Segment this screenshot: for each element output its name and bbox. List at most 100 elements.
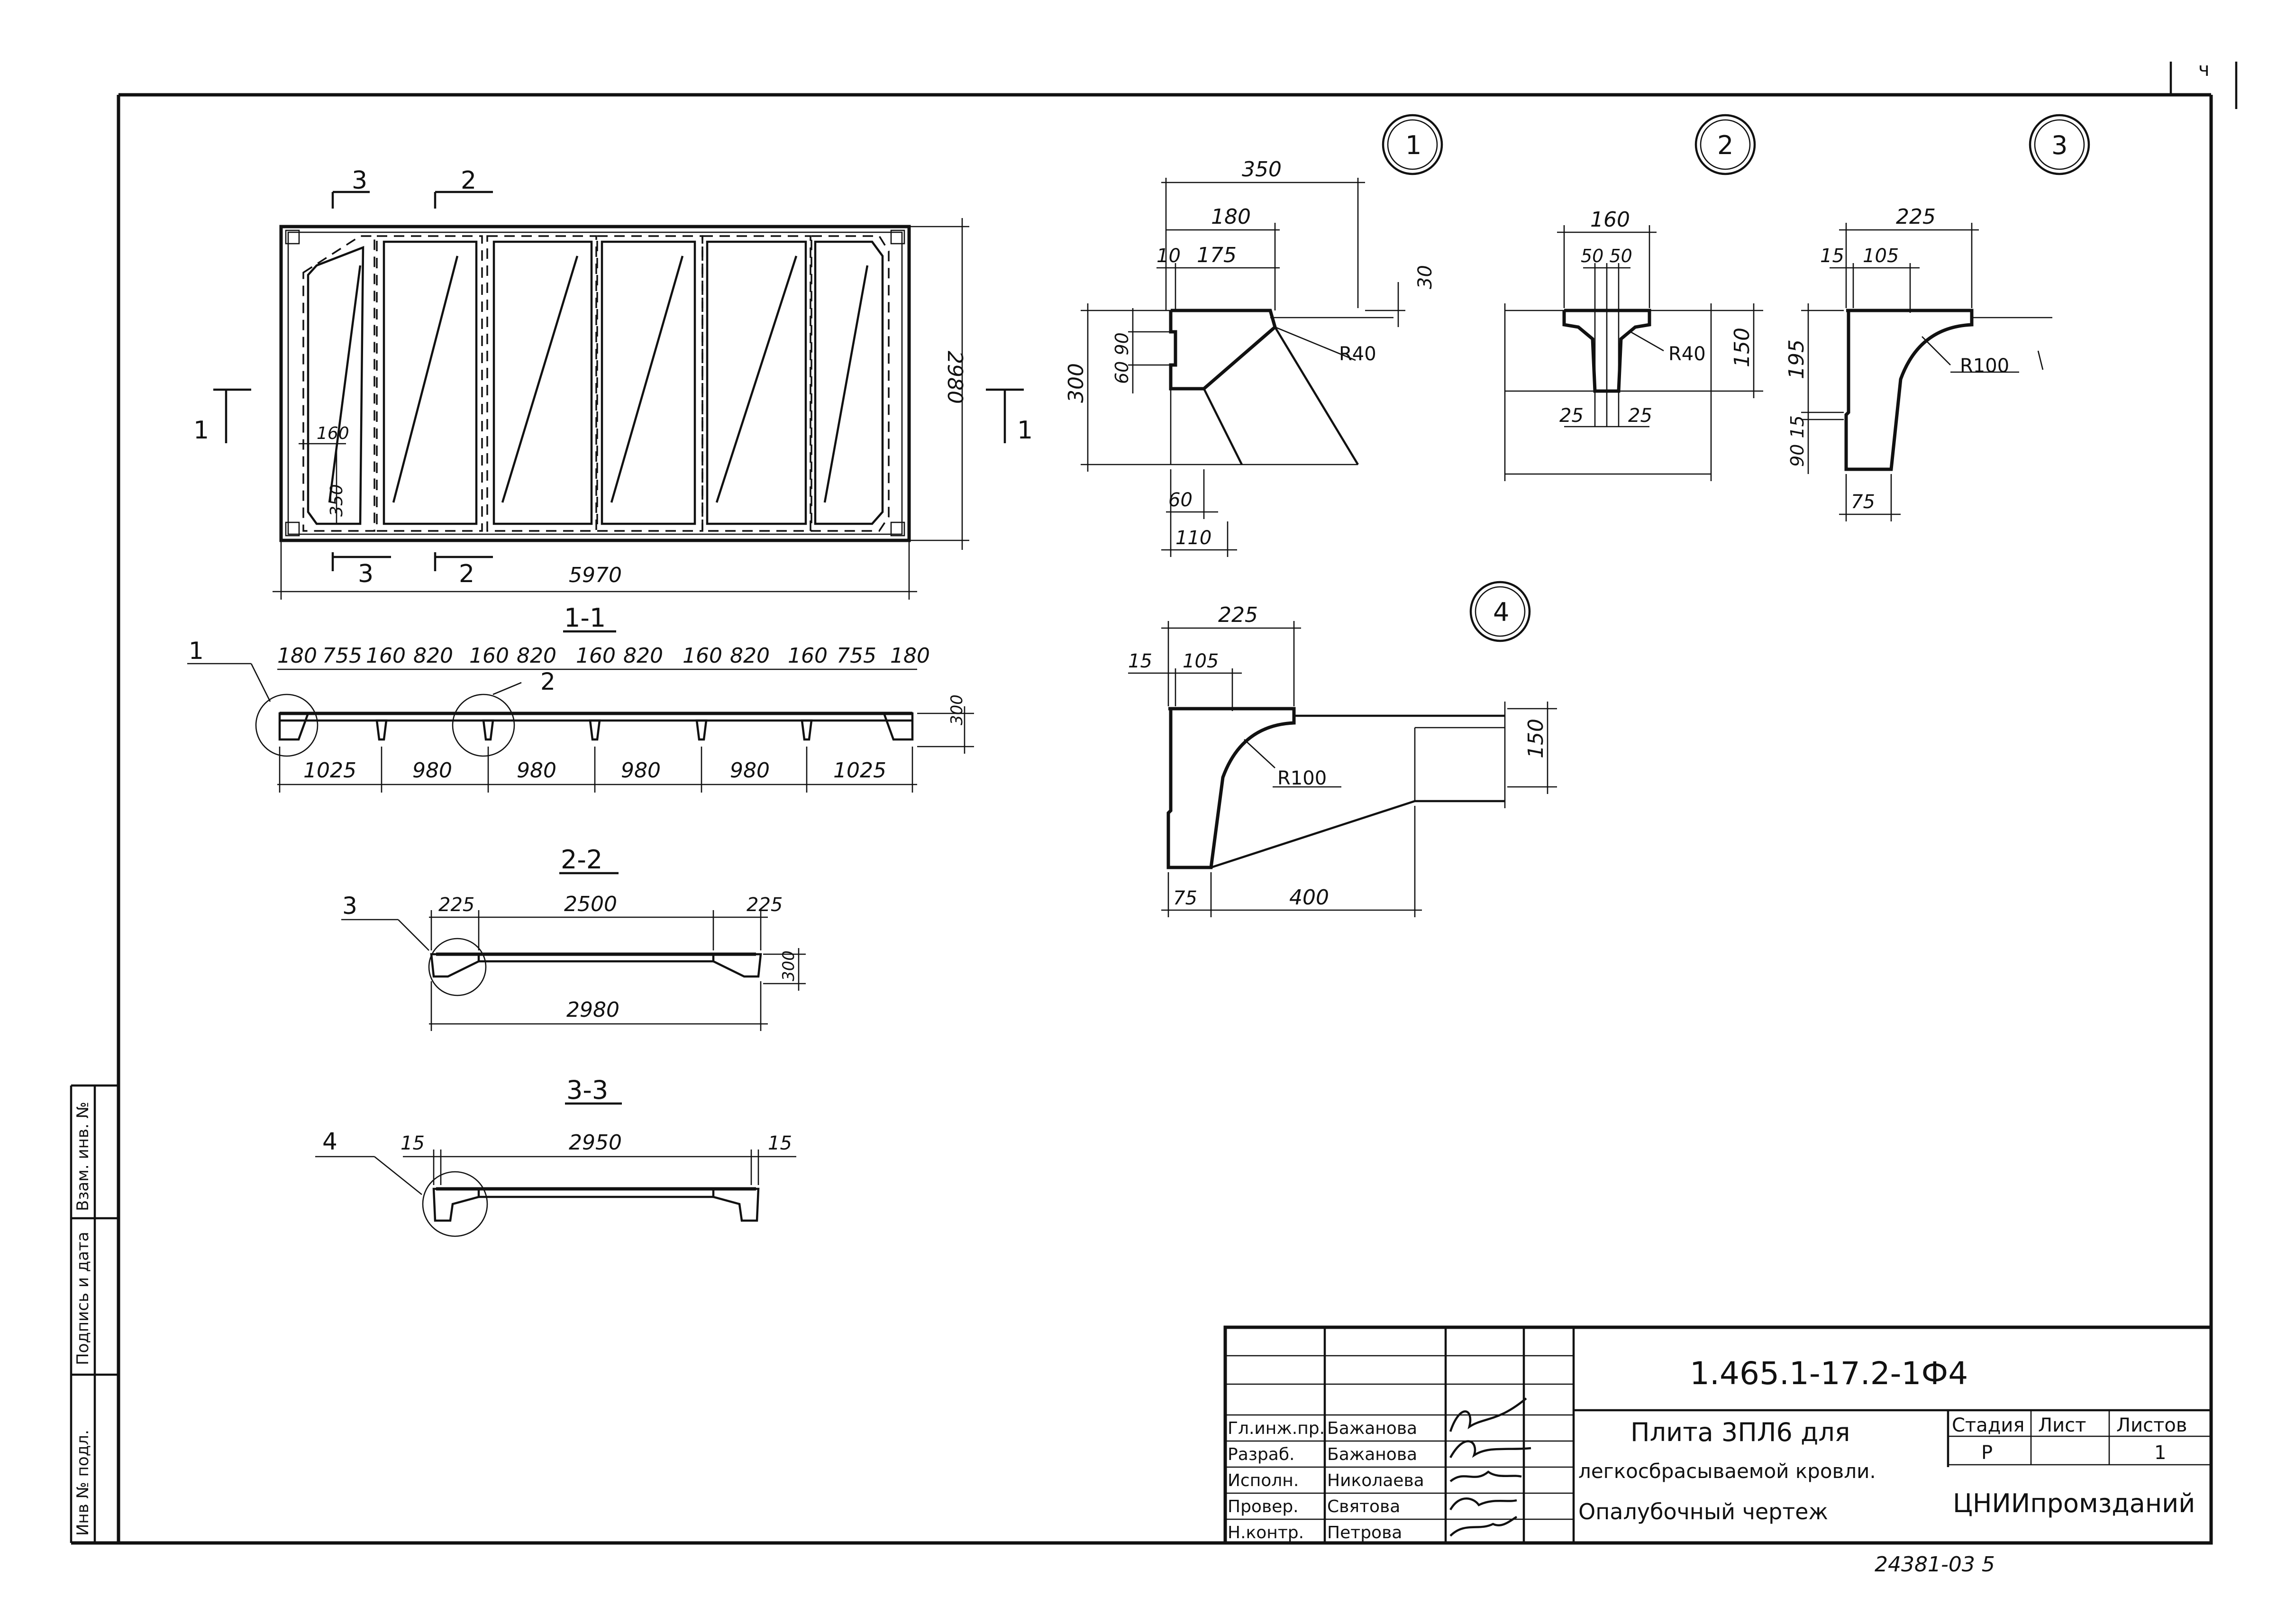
s11-bottom-dim: 1025 bbox=[303, 758, 356, 783]
detail-1-number: 1 bbox=[1405, 130, 1421, 160]
detail-4: 4 R100 225 15 105 150 75 bbox=[1128, 581, 1557, 917]
detail-3-radius: R100 bbox=[1960, 355, 2009, 377]
stamp-replaced-inv: Взам. инв. № bbox=[73, 1102, 92, 1211]
s11-top-dim: 180 bbox=[890, 644, 930, 668]
role-norm-control: Н.контр. bbox=[1228, 1523, 1304, 1542]
detail-1-d180: 180 bbox=[1211, 205, 1251, 229]
cut-mark-2-bottom: 2 bbox=[459, 560, 474, 588]
stage-header: Стадия bbox=[1952, 1414, 2024, 1436]
detail-3-d225: 225 bbox=[1896, 205, 1936, 229]
name-executor: Николаева bbox=[1327, 1471, 1424, 1490]
s22-dim-right: 225 bbox=[747, 894, 783, 916]
detail-1: 1 R40 350 180 10 175 30 30 bbox=[1064, 114, 1443, 557]
detail-1-radius: R40 bbox=[1339, 343, 1376, 365]
s22-dim-mid: 2500 bbox=[564, 892, 617, 916]
detail-2-d150: 150 bbox=[1730, 328, 1754, 367]
s22-overall-dim: 2980 bbox=[566, 998, 619, 1022]
cut-mark-3-bottom: 3 bbox=[358, 560, 373, 588]
title-line-1: Плита 3ПЛ6 для bbox=[1630, 1417, 1850, 1447]
detail-4-number: 4 bbox=[1493, 597, 1509, 627]
section-3-3: 3-3 4 15 2950 15 bbox=[315, 1075, 796, 1237]
s11-top-dim: 160 bbox=[576, 644, 616, 668]
detail-2-d50-50: 50 50 bbox=[1581, 246, 1632, 266]
plan-width-dim: 2980 bbox=[943, 351, 967, 404]
plan-view: 3 2 3 2 1 1 2980 5970 bbox=[193, 166, 1033, 600]
detail-3-d90-15: 90 15 bbox=[1787, 415, 1808, 467]
detail-3-number: 3 bbox=[2051, 130, 2067, 160]
detail-4-d400: 400 bbox=[1289, 885, 1329, 910]
name-developer: Бажанова bbox=[1327, 1445, 1417, 1464]
cut-mark-3-top: 3 bbox=[352, 166, 367, 195]
s11-top-dim: 180 bbox=[277, 644, 317, 668]
sheets-header: Листов bbox=[2116, 1414, 2187, 1436]
name-chief-engineer: Бажанова bbox=[1327, 1419, 1417, 1438]
detail-4-d15: 15 bbox=[1128, 650, 1152, 672]
s11-top-dim: 160 bbox=[366, 644, 406, 668]
bottom-number: 24381-03 5 bbox=[1875, 1552, 1995, 1577]
s11-bottom-dim: 980 bbox=[730, 758, 770, 783]
s11-bottom-dim: 980 bbox=[517, 758, 556, 783]
s22-height-dim: 300 bbox=[779, 950, 798, 981]
s11-top-dim: 160 bbox=[683, 644, 722, 668]
detail-2: 2 R40 160 50 50 25 25 150 bbox=[1504, 114, 1763, 481]
detail-2-radius: R40 bbox=[1668, 343, 1706, 365]
detail-3-d195: 195 bbox=[1785, 339, 1809, 379]
s33-dim-left: 15 bbox=[401, 1132, 425, 1154]
detail-4-d225: 225 bbox=[1218, 603, 1258, 627]
plan-dimensions: 2980 5970 160 350 bbox=[273, 218, 969, 600]
section-1-1-top-dims: 180 755 160 820 160 820 160 820 160 820 … bbox=[277, 644, 974, 754]
callout-2: 2 bbox=[540, 668, 556, 695]
title-line-3: Опалубочный чертеж bbox=[1578, 1499, 1828, 1524]
detail-1-d110: 110 bbox=[1175, 527, 1211, 549]
detail-3-d105: 105 bbox=[1863, 245, 1899, 267]
sheet-header: Лист bbox=[2038, 1414, 2086, 1436]
plan-corner-dim-a: 160 bbox=[317, 424, 349, 443]
plan-panels bbox=[285, 229, 905, 537]
s33-dim-right: 15 bbox=[768, 1132, 792, 1154]
section-3-3-title: 3-3 bbox=[566, 1075, 608, 1105]
detail-1-d30: 30 bbox=[1414, 265, 1436, 289]
detail-4-d150: 150 bbox=[1524, 719, 1548, 758]
role-checker: Провер. bbox=[1228, 1497, 1299, 1516]
detail-1-d350: 350 bbox=[1242, 157, 1282, 182]
cut-mark-2-top: 2 bbox=[461, 166, 476, 195]
sheet-frame: ч bbox=[71, 59, 2238, 1545]
handwritten-signatures bbox=[1449, 1397, 1531, 1537]
side-stamp: Инв № подл. Подпись и дата Взам. инв. № bbox=[70, 1084, 118, 1543]
detail-4-d105: 105 bbox=[1183, 650, 1219, 672]
section-2-2: 2-2 3 225 2500 225 300 2980 bbox=[341, 845, 806, 1031]
callout-4: 4 bbox=[322, 1128, 337, 1155]
title-block: 1.465.1-17.2-1Ф4 Плита 3ПЛ6 для легкосбр… bbox=[1223, 1325, 2213, 1577]
s22-dim-left: 225 bbox=[438, 894, 474, 916]
cut-mark-1-right: 1 bbox=[1017, 416, 1033, 445]
stage-value: Р bbox=[1981, 1442, 1993, 1464]
s11-bottom-dim: 980 bbox=[621, 758, 661, 783]
s11-bottom-dim: 980 bbox=[412, 758, 452, 783]
detail-3: 3 R100 225 15 105 195 90 15 75 bbox=[1785, 114, 2090, 521]
s11-height-dim: 300 bbox=[947, 694, 966, 725]
callout-3: 3 bbox=[342, 892, 357, 920]
section-1-1-bottom-dims: 1025 980 980 980 980 1025 bbox=[277, 747, 917, 793]
detail-1-d60-90: 60 90 bbox=[1111, 332, 1132, 384]
s11-top-dim: 755 bbox=[322, 644, 362, 668]
organization: ЦНИИпромзданий bbox=[1953, 1488, 2195, 1518]
s33-dim-mid: 2950 bbox=[569, 1131, 622, 1155]
section-1-1: 1-1 1 2 180 755 160 820 160 820 160 820 … bbox=[187, 603, 974, 793]
detail-1-d175: 175 bbox=[1197, 243, 1237, 267]
detail-4-radius: R100 bbox=[1277, 767, 1327, 789]
name-norm-control: Петрова bbox=[1327, 1523, 1402, 1542]
s11-top-dim: 820 bbox=[517, 644, 556, 668]
plan-length-dim: 5970 bbox=[569, 563, 622, 587]
name-checker: Святова bbox=[1327, 1497, 1400, 1516]
role-chief-engineer: Гл.инж.пр. bbox=[1228, 1419, 1325, 1438]
callout-1: 1 bbox=[189, 637, 204, 665]
detail-2-d25a: 25 bbox=[1559, 405, 1584, 427]
detail-3-d75: 75 bbox=[1851, 491, 1875, 513]
detail-3-d15: 15 bbox=[1820, 245, 1844, 267]
s11-top-dim: 820 bbox=[413, 644, 453, 668]
detail-2-d25b: 25 bbox=[1628, 405, 1652, 427]
s11-top-dim: 755 bbox=[837, 644, 876, 668]
s11-top-dim: 820 bbox=[730, 644, 770, 668]
detail-1-d60: 60 bbox=[1168, 489, 1193, 511]
detail-4-d75: 75 bbox=[1173, 887, 1197, 909]
